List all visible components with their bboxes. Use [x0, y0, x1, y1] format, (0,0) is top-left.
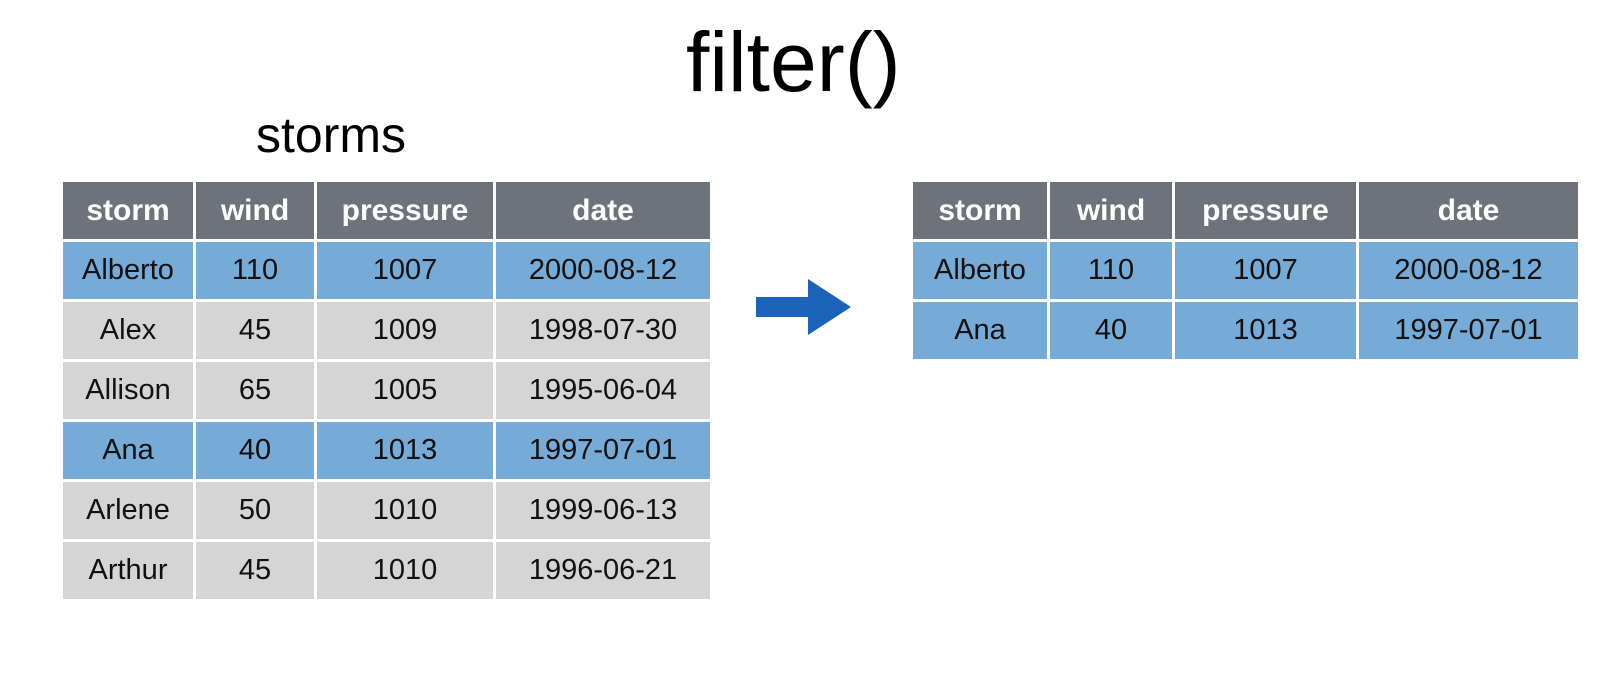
table-row: Arlene 50 1010 1999-06-13: [60, 479, 713, 542]
cell-wind: 50: [193, 479, 317, 542]
cell-pressure: 1005: [314, 359, 496, 422]
cell-storm: Allison: [60, 359, 196, 422]
cell-date: 1998-07-30: [493, 299, 713, 362]
cell-wind: 40: [193, 419, 317, 482]
cell-date: 1997-07-01: [493, 419, 713, 482]
cell-pressure: 1010: [314, 539, 496, 602]
source-column-header-date: date: [493, 179, 713, 242]
result-column-header-pressure: pressure: [1172, 179, 1359, 242]
result-column-header-date: date: [1356, 179, 1581, 242]
table-row: Alberto 110 1007 2000-08-12: [60, 239, 713, 302]
cell-wind: 110: [193, 239, 317, 302]
cell-pressure: 1010: [314, 479, 496, 542]
cell-storm: Ana: [910, 299, 1050, 362]
cell-pressure: 1009: [314, 299, 496, 362]
cell-storm: Alberto: [910, 239, 1050, 302]
table-row: Ana 40 1013 1997-07-01: [910, 299, 1581, 362]
cell-pressure: 1007: [314, 239, 496, 302]
cell-date: 1999-06-13: [493, 479, 713, 542]
source-column-header-pressure: pressure: [314, 179, 496, 242]
cell-date: 1997-07-01: [1356, 299, 1581, 362]
cell-pressure: 1007: [1172, 239, 1359, 302]
cell-date: 2000-08-12: [1356, 239, 1581, 302]
cell-storm: Alberto: [60, 239, 196, 302]
right-arrow-icon: [756, 279, 851, 335]
cell-date: 1996-06-21: [493, 539, 713, 602]
result-column-header-wind: wind: [1047, 179, 1175, 242]
table-row: Ana 40 1013 1997-07-01: [60, 419, 713, 482]
result-header-row: storm wind pressure date: [910, 179, 1581, 242]
cell-date: 1995-06-04: [493, 359, 713, 422]
cell-wind: 40: [1047, 299, 1175, 362]
cell-storm: Ana: [60, 419, 196, 482]
table-row: Allison 65 1005 1995-06-04: [60, 359, 713, 422]
filter-arrow: [756, 278, 852, 336]
source-table: storm wind pressure date Alberto 110 100…: [60, 179, 713, 602]
cell-storm: Arlene: [60, 479, 196, 542]
right-arrow-shape: [756, 279, 851, 335]
cell-storm: Alex: [60, 299, 196, 362]
result-column-header-storm: storm: [910, 179, 1050, 242]
page-title: filter(): [686, 15, 901, 109]
cell-wind: 65: [193, 359, 317, 422]
table-row: Alberto 110 1007 2000-08-12: [910, 239, 1581, 302]
cell-storm: Arthur: [60, 539, 196, 602]
cell-wind: 45: [193, 299, 317, 362]
table-row: Arthur 45 1010 1996-06-21: [60, 539, 713, 602]
table-row: Alex 45 1009 1998-07-30: [60, 299, 713, 362]
source-column-header-wind: wind: [193, 179, 317, 242]
result-table: storm wind pressure date Alberto 110 100…: [910, 179, 1581, 362]
source-column-header-storm: storm: [60, 179, 196, 242]
cell-date: 2000-08-12: [493, 239, 713, 302]
cell-pressure: 1013: [1172, 299, 1359, 362]
cell-wind: 45: [193, 539, 317, 602]
source-table-label: storms: [256, 107, 406, 163]
cell-wind: 110: [1047, 239, 1175, 302]
source-header-row: storm wind pressure date: [60, 179, 713, 242]
cell-pressure: 1013: [314, 419, 496, 482]
